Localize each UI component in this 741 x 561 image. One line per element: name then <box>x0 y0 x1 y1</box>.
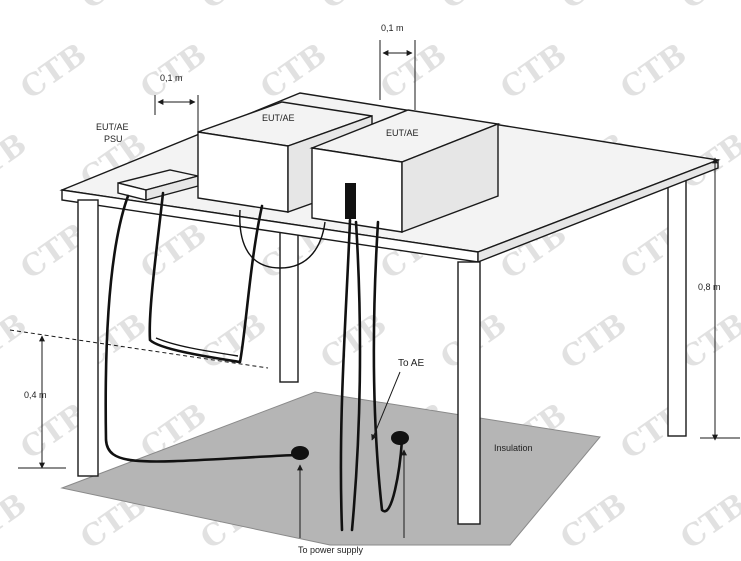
label-to-ae: To AE <box>398 358 424 369</box>
psu-cable <box>104 194 297 463</box>
eut-box-right <box>309 109 501 234</box>
table-edge-side <box>477 158 719 264</box>
watermark-text: CTB <box>315 0 394 17</box>
watermark-text: CTB <box>615 37 694 107</box>
watermark-text: CTB <box>0 127 33 197</box>
watermark-text: CTB <box>0 0 33 17</box>
label-eut-ae-right: EUT/AE <box>386 128 419 138</box>
power-cable-down <box>339 218 352 532</box>
watermark-text: CTB <box>735 397 741 467</box>
label-gap-left: 0,1 m <box>160 73 183 83</box>
watermark-text: CTB <box>135 217 214 287</box>
watermark-text: CTB <box>435 0 514 17</box>
table-leg-front-right <box>457 261 481 525</box>
watermark-text: CTB <box>0 307 33 377</box>
watermark-text: CTB <box>675 0 741 17</box>
label-eut-ae-left: EUT/AE <box>262 113 295 123</box>
label-gap-right: 0,1 m <box>381 23 404 33</box>
watermark-text: CTB <box>735 37 741 107</box>
table-back-legs <box>279 177 687 437</box>
reference-line-0-4m <box>9 329 269 369</box>
watermark-text: CTB <box>15 37 94 107</box>
watermark-text: CTB <box>495 37 574 107</box>
dim-gap-left <box>154 95 199 132</box>
cables <box>104 191 409 532</box>
power-plug-on-eut <box>345 183 356 219</box>
ae-cable <box>372 220 404 513</box>
watermark-text: CTB <box>555 487 634 557</box>
watermark-text: CTB <box>555 0 634 17</box>
label-pointers <box>297 371 407 538</box>
watermark-text: CTB <box>135 37 214 107</box>
floor-plug-right <box>391 431 409 445</box>
label-to-power-supply: To power supply <box>298 545 364 555</box>
watermark-text: CTB <box>0 487 33 557</box>
dim-gap-right <box>379 40 416 110</box>
watermark-text: CTB <box>735 217 741 287</box>
watermark-text: CTB <box>555 307 634 377</box>
table-front-legs <box>77 199 481 525</box>
watermark-text: CTB <box>195 0 274 17</box>
watermark-text: CTB <box>375 37 454 107</box>
label-insulation: Insulation <box>494 443 533 453</box>
dim-cable-height <box>9 329 269 469</box>
interconnect-cable <box>239 209 326 269</box>
floor-plug-left <box>291 446 309 460</box>
watermark-text: CTB <box>195 307 274 377</box>
label-eut-ae-psu-line2: PSU <box>104 134 123 144</box>
table-leg-front-left <box>77 199 99 477</box>
label-eut-ae-psu-line1: EUT/AE <box>96 122 129 132</box>
table-leg-back-left <box>279 231 299 383</box>
watermark-text: CTB <box>315 307 394 377</box>
label-cable-height: 0,4 m <box>24 390 47 400</box>
label-table-height: 0,8 m <box>698 282 721 292</box>
watermark-text: CTB <box>75 0 154 17</box>
text-labels: EUT/AE PSU EUT/AE EUT/AE 0,1 m 0,1 m 0,8… <box>24 23 721 555</box>
table-leg-back-right <box>667 177 687 437</box>
bundled-cable-loop <box>148 191 264 364</box>
dim-table-height <box>700 157 740 441</box>
psu-box <box>117 169 199 201</box>
to-ae-pointer <box>371 371 401 441</box>
watermark-text: CTB <box>675 487 741 557</box>
